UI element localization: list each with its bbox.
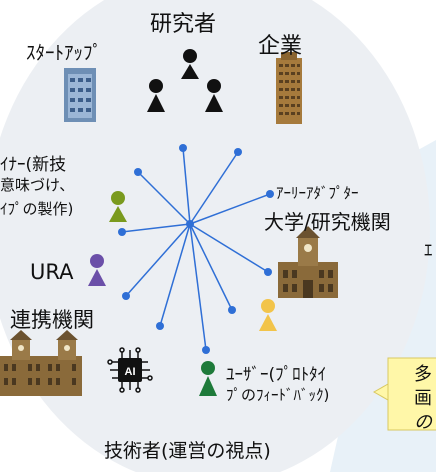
label-user-line2: ﾌﾟのﾌｨｰﾄﾞﾊﾞｯｸ) bbox=[226, 386, 330, 404]
ai-chip-body bbox=[118, 358, 142, 382]
label-partner-org: 連携機関 bbox=[10, 308, 94, 332]
callout-text-2: 画 bbox=[414, 388, 432, 409]
callout-text-3: の bbox=[414, 412, 432, 433]
label-early-adopter: ｱｰﾘｰｱﾀﾞﾌﾟﾀｰ bbox=[276, 184, 359, 202]
hub-nodes bbox=[118, 144, 274, 354]
university-building-icon bbox=[278, 226, 338, 298]
office-building-icon bbox=[276, 52, 302, 124]
label-user-line1: ﾕｰｻﾞｰ(ﾌﾟﾛﾄﾀｲ bbox=[226, 365, 327, 385]
ai-chip-icon bbox=[107, 347, 153, 393]
callout-pointer bbox=[372, 383, 389, 401]
person-icon bbox=[259, 299, 277, 331]
label-designer-line3: ｲﾌﾟの製作) bbox=[0, 200, 74, 218]
person-icon bbox=[109, 191, 127, 222]
hub-connections bbox=[121, 147, 271, 351]
label-designer-line1: ｲﾅｰ(新技 bbox=[0, 155, 67, 175]
label-ura: URA bbox=[30, 260, 74, 284]
label-company: 企業 bbox=[258, 34, 303, 59]
label-designer-line2: 意味づけ、 bbox=[0, 176, 75, 194]
university-building-icon bbox=[0, 330, 82, 396]
person-icon bbox=[88, 254, 106, 286]
label-startup: ｽﾀｰﾄｱｯﾌﾟ bbox=[26, 42, 103, 64]
label-university: 大学/研究機関 bbox=[264, 210, 391, 234]
label-engineer: 技術者(運営の視点) bbox=[104, 440, 271, 462]
person-icon bbox=[199, 361, 217, 396]
person-icon bbox=[181, 49, 199, 79]
person-icon bbox=[147, 79, 165, 112]
ai-chip-label: AI bbox=[125, 366, 136, 378]
person-icon bbox=[205, 79, 223, 112]
label-right-cutoff: ｴ bbox=[424, 241, 433, 261]
office-building-icon bbox=[64, 68, 96, 122]
callout-text-1: 多 bbox=[414, 364, 432, 385]
label-researcher: 研究者 bbox=[150, 12, 217, 37]
